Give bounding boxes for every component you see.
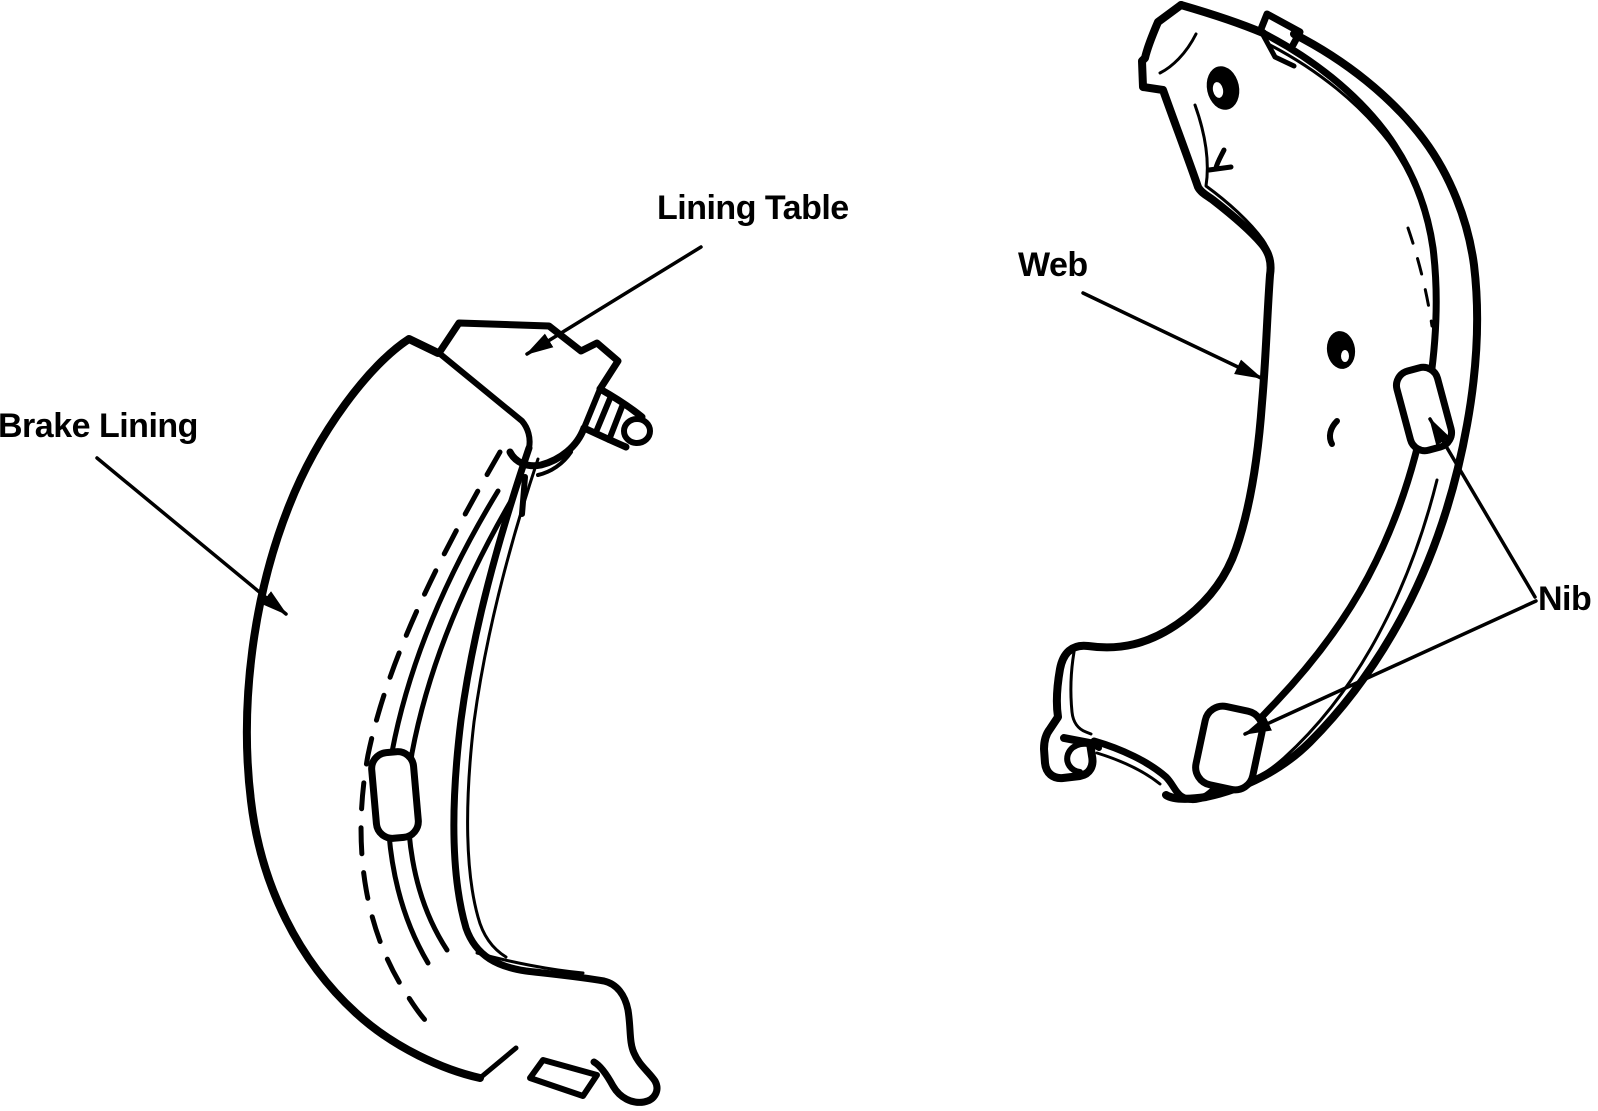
web-hole-top-highlight (1212, 82, 1224, 98)
web-tick-mark (1206, 147, 1234, 173)
left-shoe-inner-edge-thin (466, 457, 540, 959)
spring-seat-inner (536, 450, 573, 477)
left-shoe-dashed-line (358, 449, 503, 1023)
nib-arrow-lower (1243, 599, 1538, 736)
web-bottom-thin (1095, 751, 1162, 786)
left-shoe-inner-edge (450, 444, 661, 1106)
left-shoe-nib (368, 748, 422, 842)
web-hole-middle-highlight (1341, 350, 1349, 362)
anchor-pin-collar-2 (593, 393, 614, 435)
spring-seat-outer (506, 424, 588, 470)
foot-inner-thin (1069, 650, 1093, 736)
left-brake-shoe-drawing (242, 319, 661, 1106)
web-outline (1040, 1, 1275, 783)
rim-face-thin-upper (1268, 43, 1438, 402)
lining-table-arrow (525, 245, 703, 356)
left-shoe-rib-line-a (385, 488, 501, 966)
lining-table-outline (435, 319, 622, 393)
web-top-edge (1177, 1, 1267, 37)
foot-c-arc (1064, 740, 1102, 775)
web-hole-top (1206, 66, 1240, 110)
web-crescent-mark (1326, 418, 1340, 447)
web-hole-middle (1326, 331, 1356, 369)
label-lining-table: Lining Table (657, 189, 849, 227)
anchor-pin-bottom (580, 424, 630, 451)
web-left-edge-thin (1193, 103, 1273, 547)
label-nib: Nib (1538, 580, 1592, 618)
left-shoe-band-end (477, 1045, 519, 1081)
web-arrow (1081, 291, 1263, 380)
right-brake-shoe-drawing (1040, 1, 1482, 804)
lining-table-joint (436, 350, 533, 451)
lower-nib (1192, 702, 1266, 794)
anchor-pin-collar-1 (581, 386, 603, 431)
label-web: Web (1018, 246, 1088, 284)
rim-face-thin-lower (1226, 478, 1439, 793)
rim-outer-edge (1162, 30, 1482, 803)
left-shoe-end-tab (527, 1057, 600, 1099)
label-brake-lining: Brake Lining (0, 407, 198, 445)
upper-nib (1392, 363, 1456, 455)
left-shoe-bottom-thin (475, 951, 585, 975)
web-top-inner-thin (1158, 32, 1198, 75)
annotation-arrows (95, 245, 1538, 736)
left-shoe-outer-edge (242, 335, 484, 1082)
left-shoe-rib-line-b (405, 498, 514, 953)
anchor-pin-cap (621, 416, 653, 446)
rim-face-dash (1406, 226, 1434, 328)
nib-arrow-upper (1428, 417, 1537, 599)
rim-step (1259, 30, 1297, 69)
anchor-pin-collar-3 (606, 401, 626, 443)
brake-lining-arrow (95, 456, 288, 616)
spring-seat-stem (519, 474, 528, 517)
